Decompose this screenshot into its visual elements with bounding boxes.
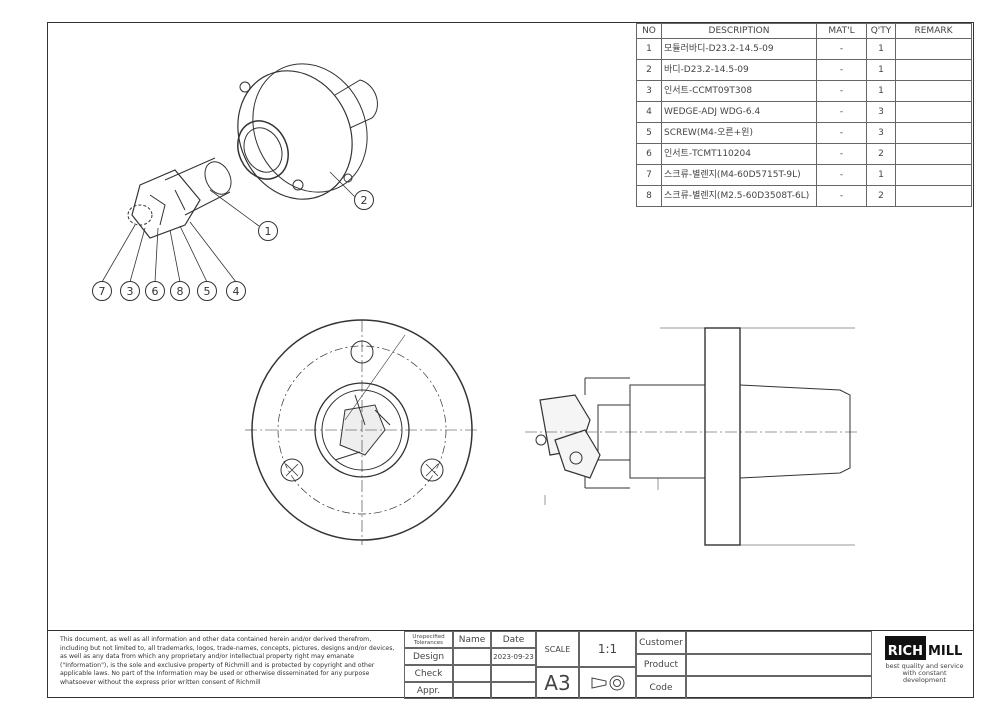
balloon-1: 1 <box>265 225 272 238</box>
appr-date <box>491 682 536 699</box>
bom-no: 5 <box>636 122 662 144</box>
col-qty: Q'TY <box>866 23 896 39</box>
balloon-3: 3 <box>127 285 134 298</box>
bom-no: 8 <box>636 185 662 207</box>
bom-mat: - <box>816 164 867 186</box>
logo-tagline: best quality and service with constant d… <box>885 662 964 684</box>
bom-no: 4 <box>636 101 662 123</box>
projection-symbol-icon <box>579 667 636 699</box>
bom-desc: 바디-D23.2-14.5-09 <box>661 59 817 81</box>
bom-mat: - <box>816 38 867 60</box>
copyright-notice: This document, as well as all informatio… <box>60 636 395 686</box>
date-label: Date <box>491 631 536 648</box>
product-value <box>686 654 872 676</box>
bom-remark <box>895 185 972 207</box>
sheet-size: A3 <box>536 667 579 699</box>
product-label: Product <box>636 654 686 676</box>
bom-desc: 스크류-별렌지(M2.5-60D3508T-6L) <box>661 185 817 207</box>
bom-mat: - <box>816 80 867 102</box>
col-material: MAT'L <box>816 23 867 39</box>
bom-qty: 3 <box>866 101 896 123</box>
bom-qty: 1 <box>866 80 896 102</box>
appr-label: Appr. <box>404 682 453 699</box>
bom-desc: 모듈러바디-D23.2-14.5-09 <box>661 38 817 60</box>
bom-qty: 1 <box>866 164 896 186</box>
bom-no: 1 <box>636 38 662 60</box>
balloon-7: 7 <box>99 285 106 298</box>
bom-qty: 2 <box>866 143 896 165</box>
drawing-frame <box>47 22 974 698</box>
logo-mill: MILL <box>927 644 963 659</box>
col-no: NO <box>636 23 662 39</box>
title-block: This document, as well as all informatio… <box>47 630 974 699</box>
balloon-6: 6 <box>152 285 159 298</box>
bom-header-row: NO DESCRIPTION MAT'L Q'TY REMARK <box>636 23 972 39</box>
bom-desc: SCREW(M4-오른+왼) <box>661 122 817 144</box>
bom-remark <box>895 38 972 60</box>
tolerances-label: Unspecified Tolerances <box>404 631 453 648</box>
bom-no: 7 <box>636 164 662 186</box>
scale-value: 1:1 <box>579 631 636 667</box>
bom-remark <box>895 164 972 186</box>
name-label: Name <box>453 631 491 648</box>
bom-mat: - <box>816 143 867 165</box>
scale-label: SCALE <box>536 631 579 667</box>
bom-desc: 인서트-TCMT110204 <box>661 143 817 165</box>
bom-no: 2 <box>636 59 662 81</box>
balloon-4: 4 <box>233 285 240 298</box>
bom-qty: 1 <box>866 59 896 81</box>
bom-desc: 스크류-별렌지(M4-60D5715T-9L) <box>661 164 817 186</box>
customer-value <box>686 631 872 654</box>
bom-no: 3 <box>636 80 662 102</box>
bom-remark <box>895 59 972 81</box>
design-name <box>453 648 491 665</box>
check-label: Check <box>404 665 453 682</box>
design-label: Design <box>404 648 453 665</box>
appr-name <box>453 682 491 699</box>
bom-remark <box>895 143 972 165</box>
bom-desc: 인서트-CCMT09T308 <box>661 80 817 102</box>
bom-qty: 1 <box>866 38 896 60</box>
bom-mat: - <box>816 59 867 81</box>
bom-qty: 2 <box>866 185 896 207</box>
customer-label: Customer <box>636 631 686 654</box>
bom-remark <box>895 101 972 123</box>
col-description: DESCRIPTION <box>661 23 817 39</box>
bom-mat: - <box>816 101 867 123</box>
side-view <box>525 327 860 546</box>
check-name <box>453 665 491 682</box>
richmill-logo: RICH MILL best quality and service with … <box>882 636 967 684</box>
balloon-5: 5 <box>204 285 211 298</box>
balloon-2: 2 <box>361 194 368 207</box>
design-date: 2023-09-23 <box>491 648 536 665</box>
code-value <box>686 676 872 699</box>
code-label: Code <box>636 676 686 699</box>
logo-rich: RICH <box>884 636 926 660</box>
balloon-8: 8 <box>177 285 184 298</box>
bom-desc: WEDGE-ADJ WDG-6.4 <box>661 101 817 123</box>
bom-remark <box>895 80 972 102</box>
leader-lines <box>101 171 356 283</box>
bom-mat: - <box>816 122 867 144</box>
check-date <box>491 665 536 682</box>
bom-mat: - <box>816 185 867 207</box>
isometric-view <box>127 63 378 239</box>
bom-remark <box>895 122 972 144</box>
balloons: 7 3 6 8 5 4 1 2 <box>92 190 374 301</box>
front-view <box>245 319 480 545</box>
bom-qty: 3 <box>866 122 896 144</box>
bom-no: 6 <box>636 143 662 165</box>
col-remark: REMARK <box>895 23 972 39</box>
